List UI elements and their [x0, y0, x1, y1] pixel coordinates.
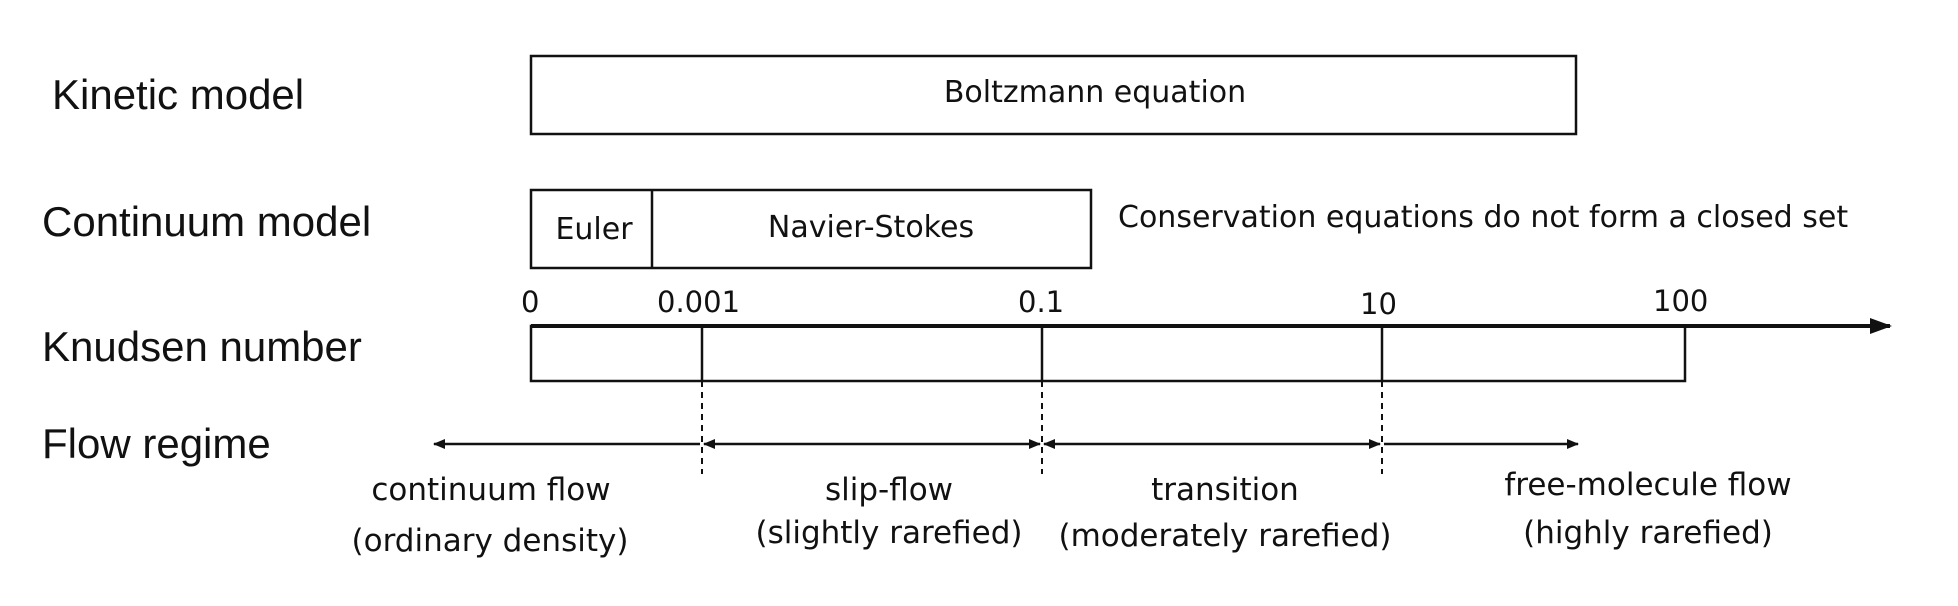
- boltzmann-label: Boltzmann equation: [944, 75, 1246, 110]
- navier-stokes-label: Navier-Stokes: [768, 210, 974, 245]
- regime-slip-name: slip-flow: [825, 472, 953, 508]
- knudsen-number-label: Knudsen number: [42, 323, 362, 370]
- tick-10: 10: [1360, 287, 1397, 321]
- regime-continuum-note: (ordinary density): [352, 523, 629, 559]
- closed-set-note: Conservation equations do not form a clo…: [1118, 200, 1848, 235]
- tick-0-1: 0.1: [1018, 285, 1064, 319]
- regime-transition-note: (moderately rarefied): [1058, 518, 1391, 554]
- continuum-model-label: Continuum model: [42, 198, 371, 245]
- regime-continuum-name: continuum flow: [371, 472, 610, 508]
- continuum-box: [529, 188, 1093, 270]
- regime-transition-name: transition: [1151, 472, 1299, 508]
- tick-0: 0: [521, 285, 539, 319]
- kinetic-model-label: Kinetic model: [52, 71, 304, 118]
- knudsen-box: [529, 324, 1687, 383]
- boltzmann-box: [529, 54, 1578, 136]
- euler-label: Euler: [555, 212, 633, 247]
- regime-slip-note: (slightly rarefied): [755, 515, 1022, 551]
- regime-free-molecule-note: (highly rarefied): [1523, 515, 1773, 551]
- tick-0-001: 0.001: [657, 285, 740, 319]
- regime-free-molecule-name: free-molecule flow: [1504, 467, 1791, 503]
- flow-regime-label: Flow regime: [42, 420, 271, 467]
- tick-100: 100: [1653, 284, 1708, 318]
